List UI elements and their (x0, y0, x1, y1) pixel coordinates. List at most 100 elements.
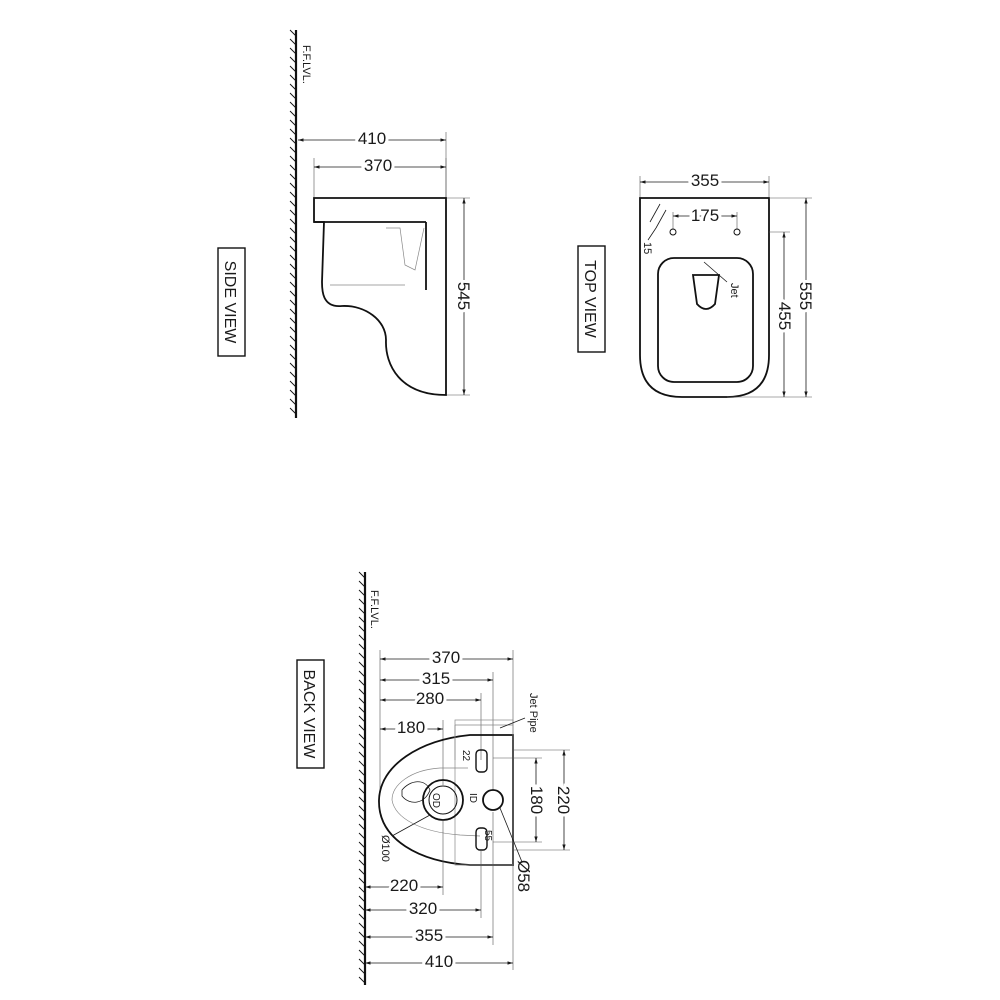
wall-hatch-line (358, 967, 366, 975)
svg-text:410: 410 (358, 129, 386, 148)
svg-text:280: 280 (416, 689, 444, 708)
back-view: F.F.LVL. BACK VIEW 370 315 280 180 (296, 571, 576, 985)
wall-hatch-line (289, 245, 297, 253)
svg-text:ID: ID (467, 793, 478, 803)
side-view-toilet-outline (313, 197, 447, 396)
wall-hatch-line (358, 940, 366, 948)
svg-text:545: 545 (454, 282, 473, 310)
svg-text:315: 315 (422, 669, 450, 688)
wall-hatch-line (289, 317, 297, 325)
svg-text:320: 320 (409, 899, 437, 918)
wall-hatch-line (358, 913, 366, 921)
wall-hatch-line (358, 724, 366, 732)
svg-text:SIDE VIEW: SIDE VIEW (221, 261, 238, 345)
svg-text:55: 55 (482, 830, 493, 842)
fixing-hole-left (669, 228, 677, 236)
wall-hatch-line (289, 200, 297, 208)
wall-hatch-line (289, 101, 297, 109)
wall-hatch-line (289, 326, 297, 334)
wall-hatch-line (358, 976, 366, 984)
wall-hatch-line (358, 697, 366, 705)
wall-hatch-line (289, 65, 297, 73)
wall-hatch-line (358, 958, 366, 966)
wall-hatch-line (358, 580, 366, 588)
svg-text:370: 370 (432, 648, 460, 667)
wall-hatch-line (289, 272, 297, 280)
back-view-outlets: OD ID 22 55 (422, 749, 504, 851)
wall-hatch-line (289, 83, 297, 91)
wall-hatch-line (358, 679, 366, 687)
top-dim-175: 175 (672, 203, 738, 230)
wall-hatch-line (358, 904, 366, 912)
wall-hatch-line (289, 263, 297, 271)
wall-hatch-line (289, 398, 297, 406)
wall-hatch-line (358, 715, 366, 723)
top-dim-555: 555 (769, 197, 818, 398)
wall-hatch-line (289, 164, 297, 172)
wall-hatch-line (289, 74, 297, 82)
wall-hatch-line (289, 344, 297, 352)
wall-hatch-line (358, 643, 366, 651)
wall-hatch-line (358, 571, 366, 579)
back-dim-220-bottom: 220 (365, 820, 444, 898)
wall-hatch-line (289, 128, 297, 136)
svg-text:OD: OD (430, 793, 441, 808)
fixing-slot-lower (475, 827, 488, 851)
wall-hatch-line (289, 308, 297, 316)
wall-hatch-line (358, 895, 366, 903)
back-dim-180: 180 (380, 715, 444, 785)
back-dim-355-bottom: 355 (365, 812, 494, 948)
wall-hatch-line (289, 173, 297, 181)
wall-hatch-line (358, 769, 366, 777)
wall-hatch-line (289, 146, 297, 154)
svg-text:175: 175 (691, 206, 719, 225)
back-dim-410-bottom: 410 (365, 865, 514, 974)
wall-hatch-line (289, 236, 297, 244)
top-view: 355 175 15 Jet (577, 168, 818, 398)
svg-text:555: 555 (796, 282, 815, 310)
inlet-58 (482, 789, 504, 811)
wall-hatch-line (358, 787, 366, 795)
back-view-title-box: BACK VIEW (296, 659, 325, 769)
wall-hatch-line (358, 868, 366, 876)
back-view-floor-label: F.F.LVL. (368, 590, 380, 629)
svg-text:410: 410 (425, 952, 453, 971)
top-view-title-box: TOP VIEW (577, 245, 606, 353)
wall-hatch-line (289, 218, 297, 226)
top-dim-15: 15 (641, 203, 667, 254)
wall-hatch-line (358, 634, 366, 642)
top-view-jet: Jet (703, 261, 740, 298)
wall-hatch-line (358, 652, 366, 660)
side-view-wall (289, 29, 298, 418)
wall-hatch-line (358, 823, 366, 831)
wall-hatch-line (289, 299, 297, 307)
back-dim-dia-58: Ø58 (499, 807, 533, 892)
svg-text:180: 180 (527, 786, 546, 814)
wall-hatch-line (289, 191, 297, 199)
svg-text:220: 220 (390, 876, 418, 895)
wall-hatch-line (289, 362, 297, 370)
wall-hatch-line (289, 353, 297, 361)
wall-hatch-line (358, 886, 366, 894)
wall-hatch-line (289, 389, 297, 397)
back-dim-180-vertical: 180 (493, 757, 549, 843)
wall-hatch-line (358, 760, 366, 768)
back-dim-315: 315 (380, 666, 494, 790)
fixing-hole-right (733, 228, 741, 236)
svg-text:BACK VIEW: BACK VIEW (300, 670, 317, 760)
wall-hatch-line (289, 371, 297, 379)
wall-hatch-line (289, 290, 297, 298)
svg-text:22: 22 (460, 750, 471, 762)
fixing-slot-upper (475, 749, 488, 773)
wall-hatch-line (358, 832, 366, 840)
svg-text:TOP VIEW: TOP VIEW (581, 260, 598, 339)
wall-hatch-line (289, 47, 297, 55)
wall-hatch-line (358, 859, 366, 867)
svg-text:455: 455 (775, 302, 794, 330)
side-dim-370: 370 (313, 153, 447, 198)
svg-text:180: 180 (397, 718, 425, 737)
wall-hatch-line (358, 742, 366, 750)
svg-text:15: 15 (641, 242, 653, 254)
wall-hatch-line (289, 254, 297, 262)
